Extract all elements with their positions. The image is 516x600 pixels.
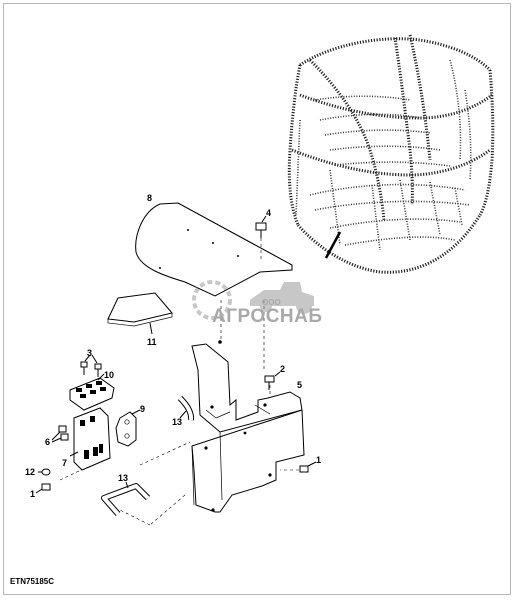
clips-part-6 <box>51 425 69 443</box>
cab-frame <box>287 34 495 274</box>
callout-11: 11 <box>147 337 157 347</box>
watermark-logo <box>192 280 314 320</box>
callout-2: 2 <box>280 364 285 374</box>
bolt-part-1-right <box>299 461 317 473</box>
callout-labels: 8 4 11 3 10 2 5 9 13 6 7 1 12 13 1 <box>25 193 321 499</box>
tube-part-13-upper <box>177 395 195 421</box>
watermark-prefix: ООО <box>262 298 281 307</box>
callout-4: 4 <box>266 208 271 218</box>
screws-part-3 <box>80 354 102 377</box>
u-tube-part-13-lower <box>101 481 151 516</box>
bracket-part-9 <box>115 409 141 447</box>
callout-9: 9 <box>140 404 145 414</box>
nut-part-12 <box>38 468 51 476</box>
pad-part-11 <box>107 292 173 335</box>
callout-5: 5 <box>297 380 302 390</box>
callout-12: 12 <box>25 467 35 477</box>
callout-6: 6 <box>45 437 50 447</box>
panel-part-8 <box>135 202 293 297</box>
callout-3: 3 <box>87 348 92 358</box>
callout-13-upper: 13 <box>172 417 182 427</box>
callout-13-lower: 13 <box>118 473 128 483</box>
callout-1-left: 1 <box>30 489 35 499</box>
bolt-part-1-left <box>35 483 51 494</box>
figure-code: ETN75185C <box>10 577 55 586</box>
relay-plate-part-7 <box>69 407 111 471</box>
bolt-part-2 <box>264 371 281 390</box>
callout-10: 10 <box>104 370 114 380</box>
callout-1-right: 1 <box>316 455 321 465</box>
callout-8: 8 <box>147 193 152 203</box>
bracket-part-5 <box>191 340 305 513</box>
callout-7: 7 <box>62 458 67 468</box>
bolt-part-4 <box>255 215 267 260</box>
diagram-frame <box>3 3 511 595</box>
watermark-brand: АГРОСНАБ <box>212 306 323 327</box>
fuse-block-part-10 <box>69 373 115 411</box>
